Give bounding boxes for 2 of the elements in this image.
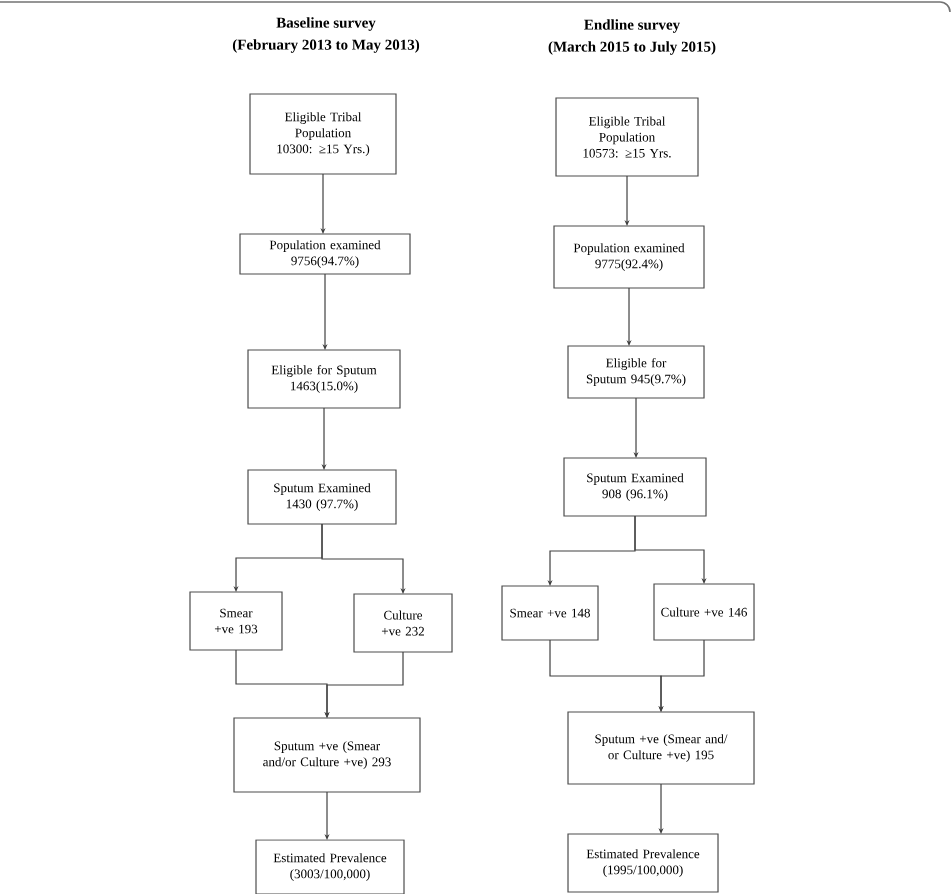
arrow [634, 515, 707, 584]
arrow [321, 523, 406, 594]
